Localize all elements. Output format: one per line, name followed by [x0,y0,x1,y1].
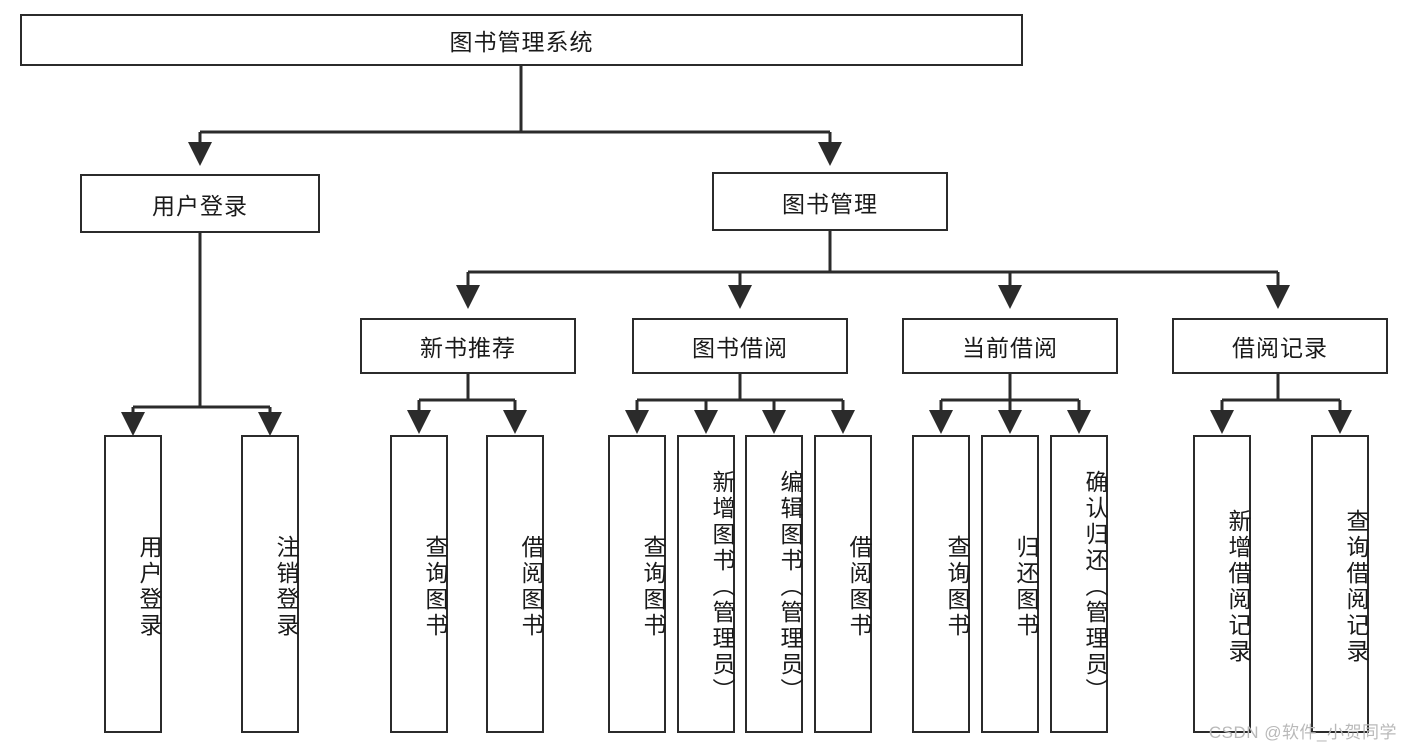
node-user-login[interactable]: 用户登录 [80,174,320,233]
leaf-label: 查询图书 [640,535,666,639]
leaf-label: 归还图书 [1013,535,1039,639]
leaf-label: 编辑图书（管理员） [777,470,803,704]
leaf-label: 查询图书 [944,535,970,639]
leaf-add-borrow-record[interactable]: 新增借阅记录 [1193,435,1251,733]
leaf-borrow-book[interactable]: 借阅图书 [814,435,872,733]
leaf-query-book-newbook[interactable]: 查询图书 [390,435,448,733]
leaf-label: 查询借阅记录 [1343,509,1369,665]
leaf-label: 查询图书 [422,535,448,639]
leaf-label: 注销登录 [273,535,299,639]
node-current-borrow[interactable]: 当前借阅 [902,318,1118,374]
watermark-text: CSDN @软件_小贺同学 [1208,723,1397,742]
leaf-query-book-borrow[interactable]: 查询图书 [608,435,666,733]
leaf-edit-book-admin[interactable]: 编辑图书（管理员） [745,435,803,733]
leaf-add-book-admin[interactable]: 新增图书（管理员） [677,435,735,733]
node-root-system[interactable]: 图书管理系统 [20,14,1023,66]
leaf-user-login[interactable]: 用户登录 [104,435,162,733]
leaf-label: 确认归还（管理员） [1082,470,1108,704]
leaf-label: 借阅图书 [846,535,872,639]
node-book-manage[interactable]: 图书管理 [712,172,948,231]
leaf-label: 新增借阅记录 [1225,509,1251,665]
node-new-book-recommend[interactable]: 新书推荐 [360,318,576,374]
leaf-confirm-return-admin[interactable]: 确认归还（管理员） [1050,435,1108,733]
node-book-borrow[interactable]: 图书借阅 [632,318,848,374]
leaf-logout[interactable]: 注销登录 [241,435,299,733]
leaf-label: 用户登录 [136,535,162,639]
leaf-label: 新增图书（管理员） [709,470,735,704]
leaf-borrow-book-newbook[interactable]: 借阅图书 [486,435,544,733]
leaf-label: 借阅图书 [518,535,544,639]
leaf-query-book-current[interactable]: 查询图书 [912,435,970,733]
node-borrow-record[interactable]: 借阅记录 [1172,318,1388,374]
leaf-query-borrow-record[interactable]: 查询借阅记录 [1311,435,1369,733]
leaf-return-book[interactable]: 归还图书 [981,435,1039,733]
